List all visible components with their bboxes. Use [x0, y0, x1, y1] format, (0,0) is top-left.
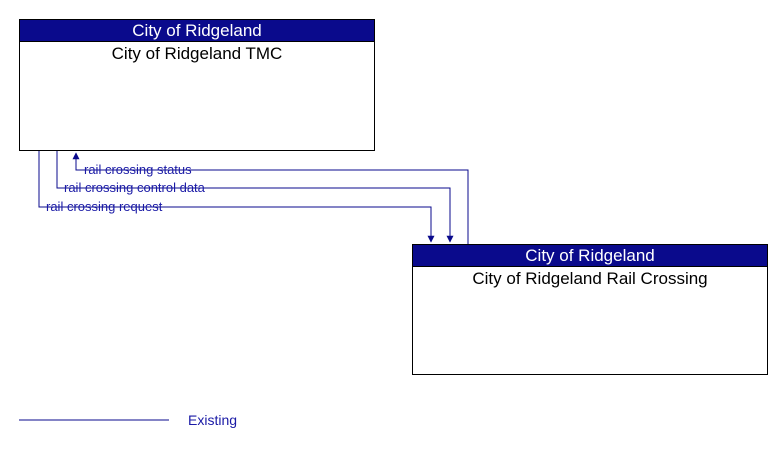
node-owner-header: City of Ridgeland [413, 245, 767, 267]
node-city-of-ridgeland-tmc: City of Ridgeland City of Ridgeland TMC [19, 19, 375, 151]
flow-line-rail-crossing-control-data [56, 151, 454, 243]
flow-label-rail-crossing-request: rail crossing request [46, 199, 163, 214]
node-title: City of Ridgeland TMC [111, 44, 283, 63]
flow-label-rail-crossing-status: rail crossing status [84, 162, 192, 177]
legend-existing-label: Existing [188, 412, 238, 428]
flow-line-rail-crossing-request [38, 151, 435, 243]
node-title: City of Ridgeland Rail Crossing [472, 269, 708, 288]
node-city-of-ridgeland-rail-crossing: City of Ridgeland City of Ridgeland Rail… [412, 244, 768, 375]
flow-line-rail-crossing-status [72, 152, 469, 244]
flow-label-rail-crossing-control-data: rail crossing control data [64, 180, 205, 195]
node-owner-header: City of Ridgeland [20, 20, 374, 42]
